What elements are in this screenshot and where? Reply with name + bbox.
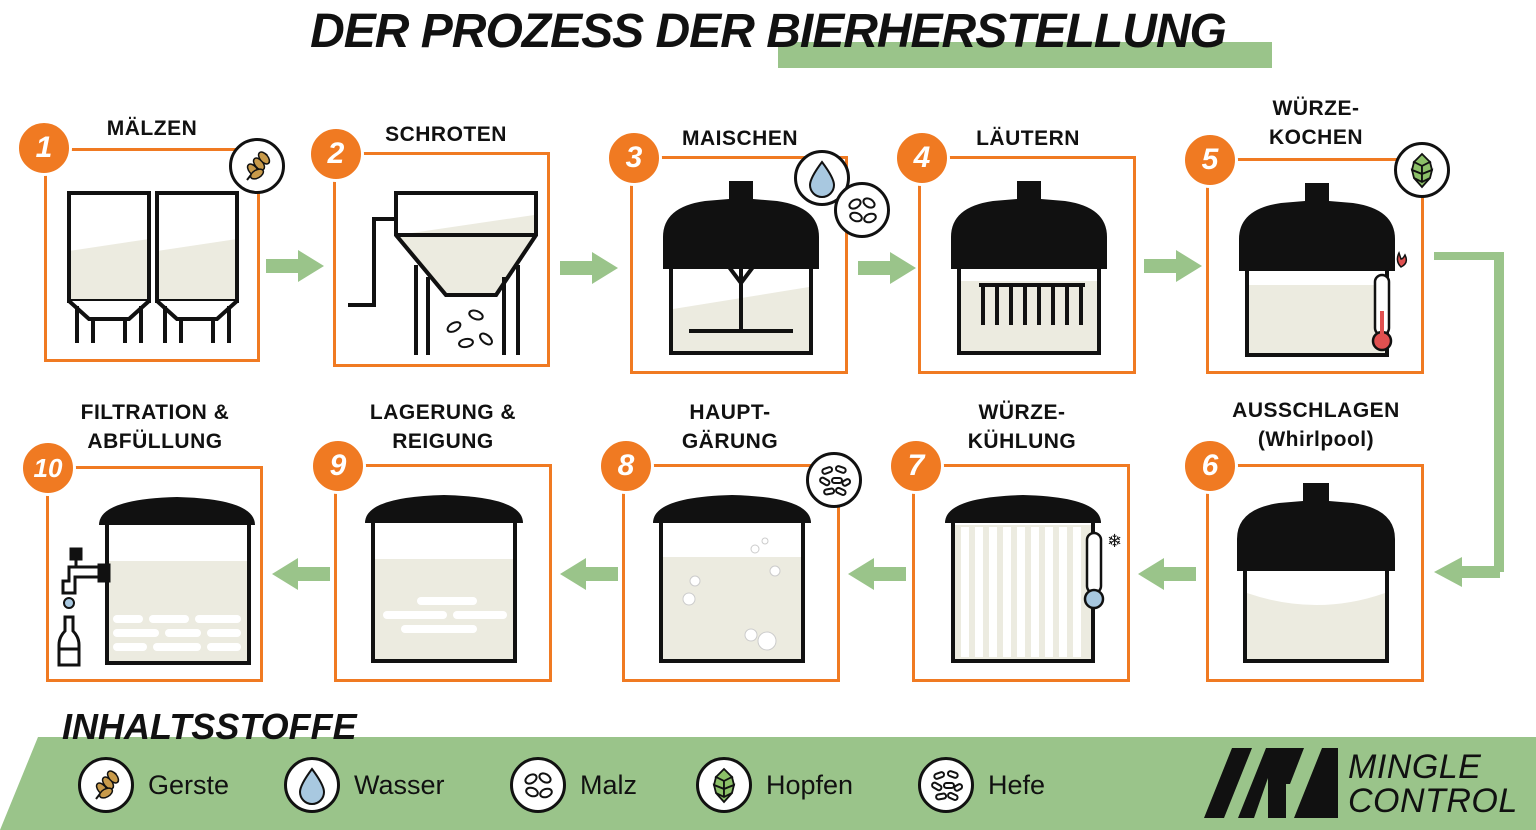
step-5-label-line1: WÜRZE-	[1272, 97, 1360, 120]
step-2-label-line1: SCHROTEN	[385, 123, 507, 146]
logo-line1: MINGLE	[1348, 748, 1482, 786]
ingredients-title: INHALTSSTOFFE	[62, 706, 357, 747]
hop-icon	[1394, 142, 1450, 198]
logo-line2: CONTROL	[1348, 782, 1518, 820]
ingredient-item: Wasser	[284, 757, 445, 813]
malt-icon	[834, 182, 890, 238]
ingredient-label: Hopfen	[766, 769, 854, 800]
step-8-label: HAUPT- GÄRUNG	[648, 398, 812, 456]
flow-arrow	[266, 250, 324, 282]
step-1-label: MÄLZEN	[70, 114, 234, 143]
flow-arrow	[1138, 558, 1196, 590]
step-4-badge: 4	[894, 130, 950, 186]
step-4-box	[918, 156, 1136, 374]
step-6-label: AUSSCHLAGEN (Whirlpool)	[1216, 396, 1416, 454]
step-6-badge: 6	[1182, 438, 1238, 494]
step-1-box	[44, 148, 260, 362]
ingredient-item: Hefe	[918, 757, 1045, 813]
ingredient-label: Hefe	[988, 769, 1046, 800]
step-9-box	[334, 464, 552, 682]
svg-text:❄: ❄	[1107, 531, 1122, 552]
flow-arrow	[1144, 250, 1202, 282]
ingredient-item: Gerste	[78, 757, 229, 813]
step-10-label-line2: ABFÜLLUNG	[87, 430, 223, 453]
step-4-label: LÄUTERN	[946, 124, 1110, 153]
step-3-badge: 3	[606, 130, 662, 186]
step-9-label: LAGERUNG & REIGUNG	[354, 398, 532, 456]
step-10-badge: 10	[20, 440, 76, 496]
step-2-box	[333, 152, 550, 367]
step-8-label-line2: GÄRUNG	[681, 430, 779, 453]
yeast-icon	[918, 757, 974, 813]
ingredient-item: Hopfen	[696, 757, 853, 813]
malting-silos-illustration	[67, 191, 239, 343]
flow-arrow	[272, 558, 330, 590]
thermometer-cold-icon	[1083, 531, 1105, 610]
lagering-tank-illustration	[365, 495, 523, 663]
step-3-label: MAISCHEN	[660, 124, 820, 153]
brand-logo-text: MINGLE CONTROL	[1348, 750, 1518, 818]
step-1-badge: 1	[16, 120, 72, 176]
flow-arrow	[858, 252, 916, 284]
step-4-label-line1: LÄUTERN	[976, 127, 1080, 150]
flow-arrow	[848, 558, 906, 590]
fermentation-tank-illustration	[653, 495, 811, 663]
step-6-label-line2: (Whirlpool)	[1257, 428, 1375, 451]
step-7-box: ❄	[912, 464, 1130, 682]
barley-icon	[78, 757, 134, 813]
step-5-label: WÜRZE- KOCHEN	[1234, 94, 1398, 152]
step-2-label: SCHROTEN	[364, 120, 528, 149]
ingredient-label: Malz	[580, 769, 638, 800]
step-3-box	[630, 156, 848, 374]
step-9-label-line1: LAGERUNG &	[369, 401, 517, 424]
bottle-icon	[57, 615, 81, 667]
step-8-box	[622, 464, 840, 682]
step-7-label-line2: KÜHLUNG	[967, 430, 1077, 453]
ingredient-item: Malz	[510, 757, 637, 813]
step-9-badge: 9	[310, 438, 366, 494]
yeast-icon	[806, 452, 862, 508]
wort-cooling-illustration: ❄	[945, 495, 1122, 663]
water-drop-icon	[284, 757, 340, 813]
thermometer-icon	[1371, 273, 1393, 352]
step-5-label-line2: KOCHEN	[1268, 126, 1363, 149]
step-8-label-line1: HAUPT-	[689, 401, 771, 424]
step-1-label-line1: MÄLZEN	[106, 117, 198, 140]
step-10-box	[46, 466, 263, 682]
malt-icon	[510, 757, 566, 813]
step-7-label-line1: WÜRZE-	[978, 401, 1066, 424]
title-underline	[778, 42, 1272, 68]
barley-icon	[229, 138, 285, 194]
mill-hopper-illustration	[348, 191, 538, 355]
step-7-badge: 7	[888, 438, 944, 494]
step-10-label: FILTRATION & ABFÜLLUNG	[62, 398, 248, 456]
step-5-box	[1206, 158, 1424, 374]
ingredient-label: Wasser	[354, 769, 445, 800]
ingredient-label: Gerste	[148, 769, 230, 800]
step-3-label-line1: MAISCHEN	[681, 127, 798, 150]
page-title: DER PROZESS DER BIERHERSTELLUNG	[310, 5, 1227, 58]
flow-arrow	[560, 252, 618, 284]
step-6-box	[1206, 464, 1424, 682]
step-10-label-line1: FILTRATION &	[80, 401, 230, 424]
hop-icon	[696, 757, 752, 813]
mingle-control-logo-mark	[1204, 748, 1338, 823]
whirlpool-illustration	[1237, 483, 1395, 663]
step-6-label-line1: AUSSCHLAGEN	[1232, 399, 1400, 422]
step-2-badge: 2	[308, 126, 364, 182]
wort-boiler-illustration	[1239, 183, 1408, 357]
flow-connector-arrow	[1432, 252, 1504, 588]
step-9-label-line2: REIGUNG	[392, 430, 494, 453]
flow-arrow	[560, 558, 618, 590]
lauter-tun-illustration	[951, 181, 1107, 355]
step-8-badge: 8	[598, 438, 654, 494]
step-7-label: WÜRZE- KÜHLUNG	[940, 398, 1104, 456]
mash-tun-illustration	[663, 181, 819, 355]
step-5-badge: 5	[1182, 132, 1238, 188]
filling-tank-illustration	[57, 497, 255, 667]
tap-icon	[61, 547, 111, 595]
